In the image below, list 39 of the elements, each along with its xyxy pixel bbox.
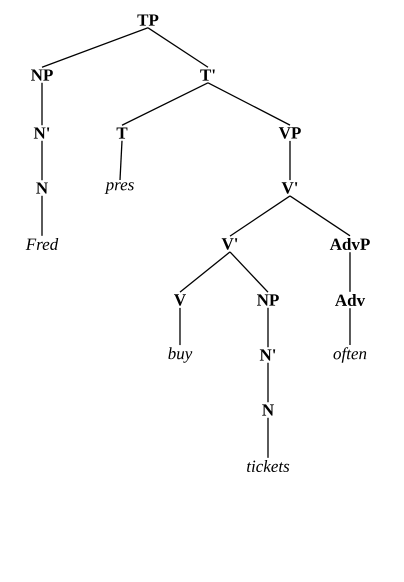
leaf-word: tickets <box>247 460 290 472</box>
leaf-word: pres <box>104 182 134 194</box>
branch-line <box>119 140 123 180</box>
branch-line <box>267 362 269 402</box>
branch-line <box>230 251 268 293</box>
branch-line <box>230 195 290 237</box>
branch-line <box>289 140 291 180</box>
category-label: TP <box>137 14 158 26</box>
category-label: AdvP <box>330 238 370 250</box>
category-label: N' <box>260 349 276 361</box>
category-label: T' <box>200 69 215 81</box>
category-label: N <box>36 182 48 194</box>
branch-line <box>208 82 290 126</box>
branch-line <box>349 252 351 292</box>
category-label: NP <box>257 294 279 306</box>
branch-line <box>148 27 208 68</box>
leaf-word: buy <box>168 347 192 363</box>
branch-line <box>41 140 43 180</box>
branch-line <box>122 82 208 126</box>
category-label: V' <box>282 182 298 194</box>
branch-line <box>267 418 269 458</box>
leaf-word: often <box>334 347 366 363</box>
branch-line <box>42 27 148 68</box>
branch-line <box>41 82 43 126</box>
category-label: V' <box>222 238 238 250</box>
branch-line <box>267 308 269 348</box>
category-label: V <box>174 294 186 306</box>
category-label: N <box>262 404 274 416</box>
branch-line <box>290 195 350 236</box>
branch-line <box>180 251 230 293</box>
category-label: N' <box>34 127 50 139</box>
category-label: T <box>116 127 128 139</box>
category-label: Adv <box>335 294 366 306</box>
category-label: NP <box>31 69 53 81</box>
branch-line <box>179 308 181 346</box>
branch-line <box>41 196 43 236</box>
category-label: VP <box>278 127 301 139</box>
branch-line <box>349 308 351 345</box>
leaf-word: Fred <box>26 238 58 250</box>
